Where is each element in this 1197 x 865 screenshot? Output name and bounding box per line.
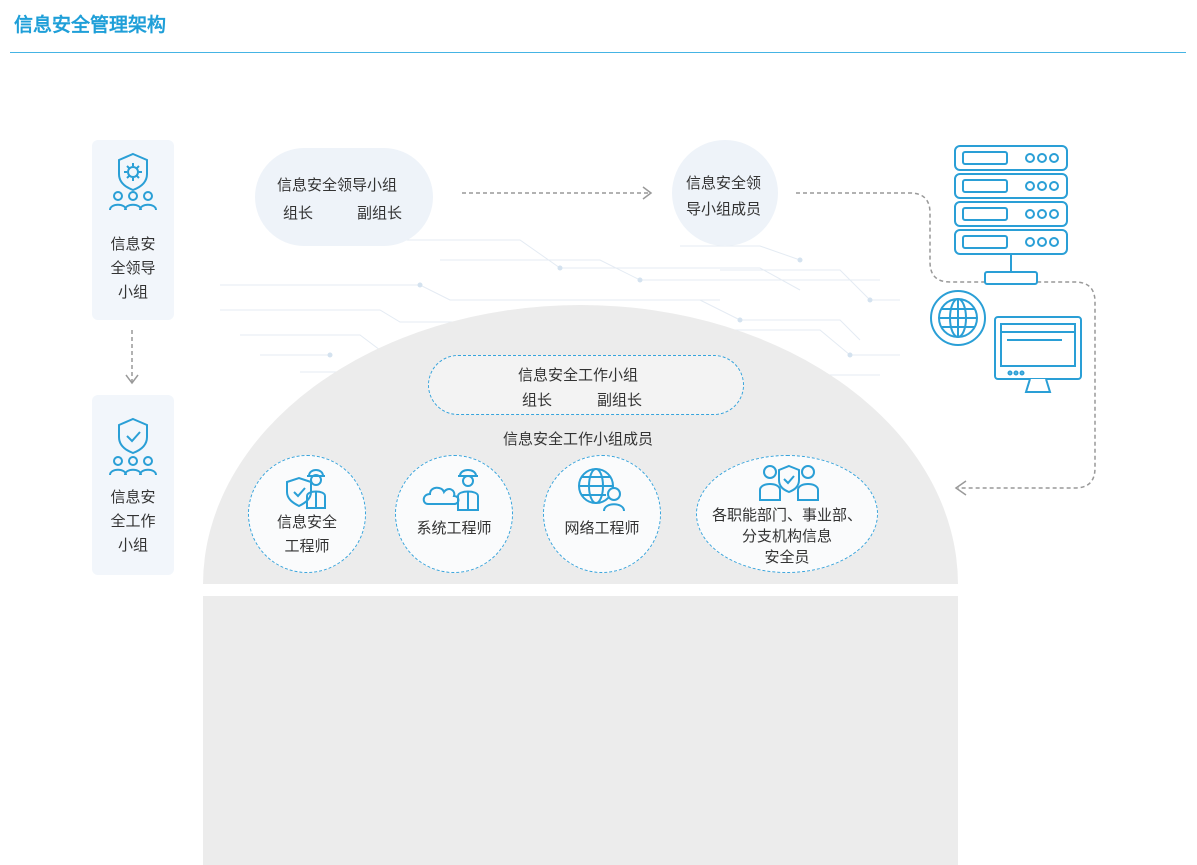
working-group-deputy: 副组长 [597, 391, 643, 409]
role-network-line1: 网络工程师 [564, 519, 640, 537]
role-system-engineer: 系统工程师 [395, 455, 513, 573]
role-departments-line1: 各职能部门、事业部、 [711, 506, 862, 524]
shield-team-icon [759, 464, 819, 501]
role-security-line2: 工程师 [284, 537, 330, 555]
page-title: 信息安全管理架构 [14, 14, 167, 36]
role-departments-line2: 分支机构信息 [741, 527, 832, 545]
leadership-group-deputy: 副组长 [357, 204, 403, 222]
sidebar-working-line1: 信息安 [110, 488, 156, 506]
leadership-group-bubble: 信息安全领导小组 组长 副组长 [255, 148, 433, 246]
leadership-group-leader: 组长 [283, 204, 314, 222]
role-security-engineer: 信息安全 工程师 [248, 455, 366, 573]
cloud-worker-icon [422, 469, 479, 511]
globe-user-icon [578, 468, 625, 512]
shield-check-icon [109, 417, 157, 476]
sidebar-card-working: 信息安 全工作 小组 [92, 395, 174, 575]
role-department-officers: 各职能部门、事业部、 分支机构信息 安全员 [696, 455, 878, 573]
role-system-line1: 系统工程师 [416, 519, 492, 537]
server-rack-icon [954, 145, 1068, 285]
sidebar-working-line3: 小组 [117, 536, 148, 554]
working-group-pill: 信息安全工作小组 组长 副组长 [428, 355, 744, 415]
bottom-edge [0, 584, 1197, 596]
title-divider [10, 52, 1186, 53]
shield-worker-icon [286, 469, 326, 509]
sidebar-card-leadership: 信息安 全领导 小组 [92, 140, 174, 320]
working-group-title: 信息安全工作小组 [518, 366, 639, 384]
leadership-members-line2: 导小组成员 [686, 200, 762, 218]
role-network-engineer: 网络工程师 [543, 455, 661, 573]
leadership-members-bubble: 信息安全领 导小组成员 [672, 140, 778, 246]
role-departments-line3: 安全员 [764, 548, 810, 566]
leadership-members-line1: 信息安全领 [686, 174, 762, 192]
right-arrow [462, 186, 653, 200]
globe-icon [930, 290, 986, 346]
sidebar-leadership-line2: 全领导 [110, 259, 156, 277]
sidebar-working-line2: 全工作 [110, 512, 156, 530]
working-group-members: 信息安全工作小组成员 [503, 430, 654, 448]
shield-gear-icon [109, 152, 157, 211]
sidebar-leadership-line3: 小组 [117, 283, 148, 301]
leadership-group-title: 信息安全领导小组 [277, 176, 398, 194]
role-security-line1: 信息安全 [276, 513, 337, 531]
sidebar-leadership-line1: 信息安 [110, 235, 156, 253]
working-group-leader: 组长 [522, 391, 553, 409]
monitor-icon [994, 316, 1082, 393]
down-arrow [125, 330, 139, 385]
